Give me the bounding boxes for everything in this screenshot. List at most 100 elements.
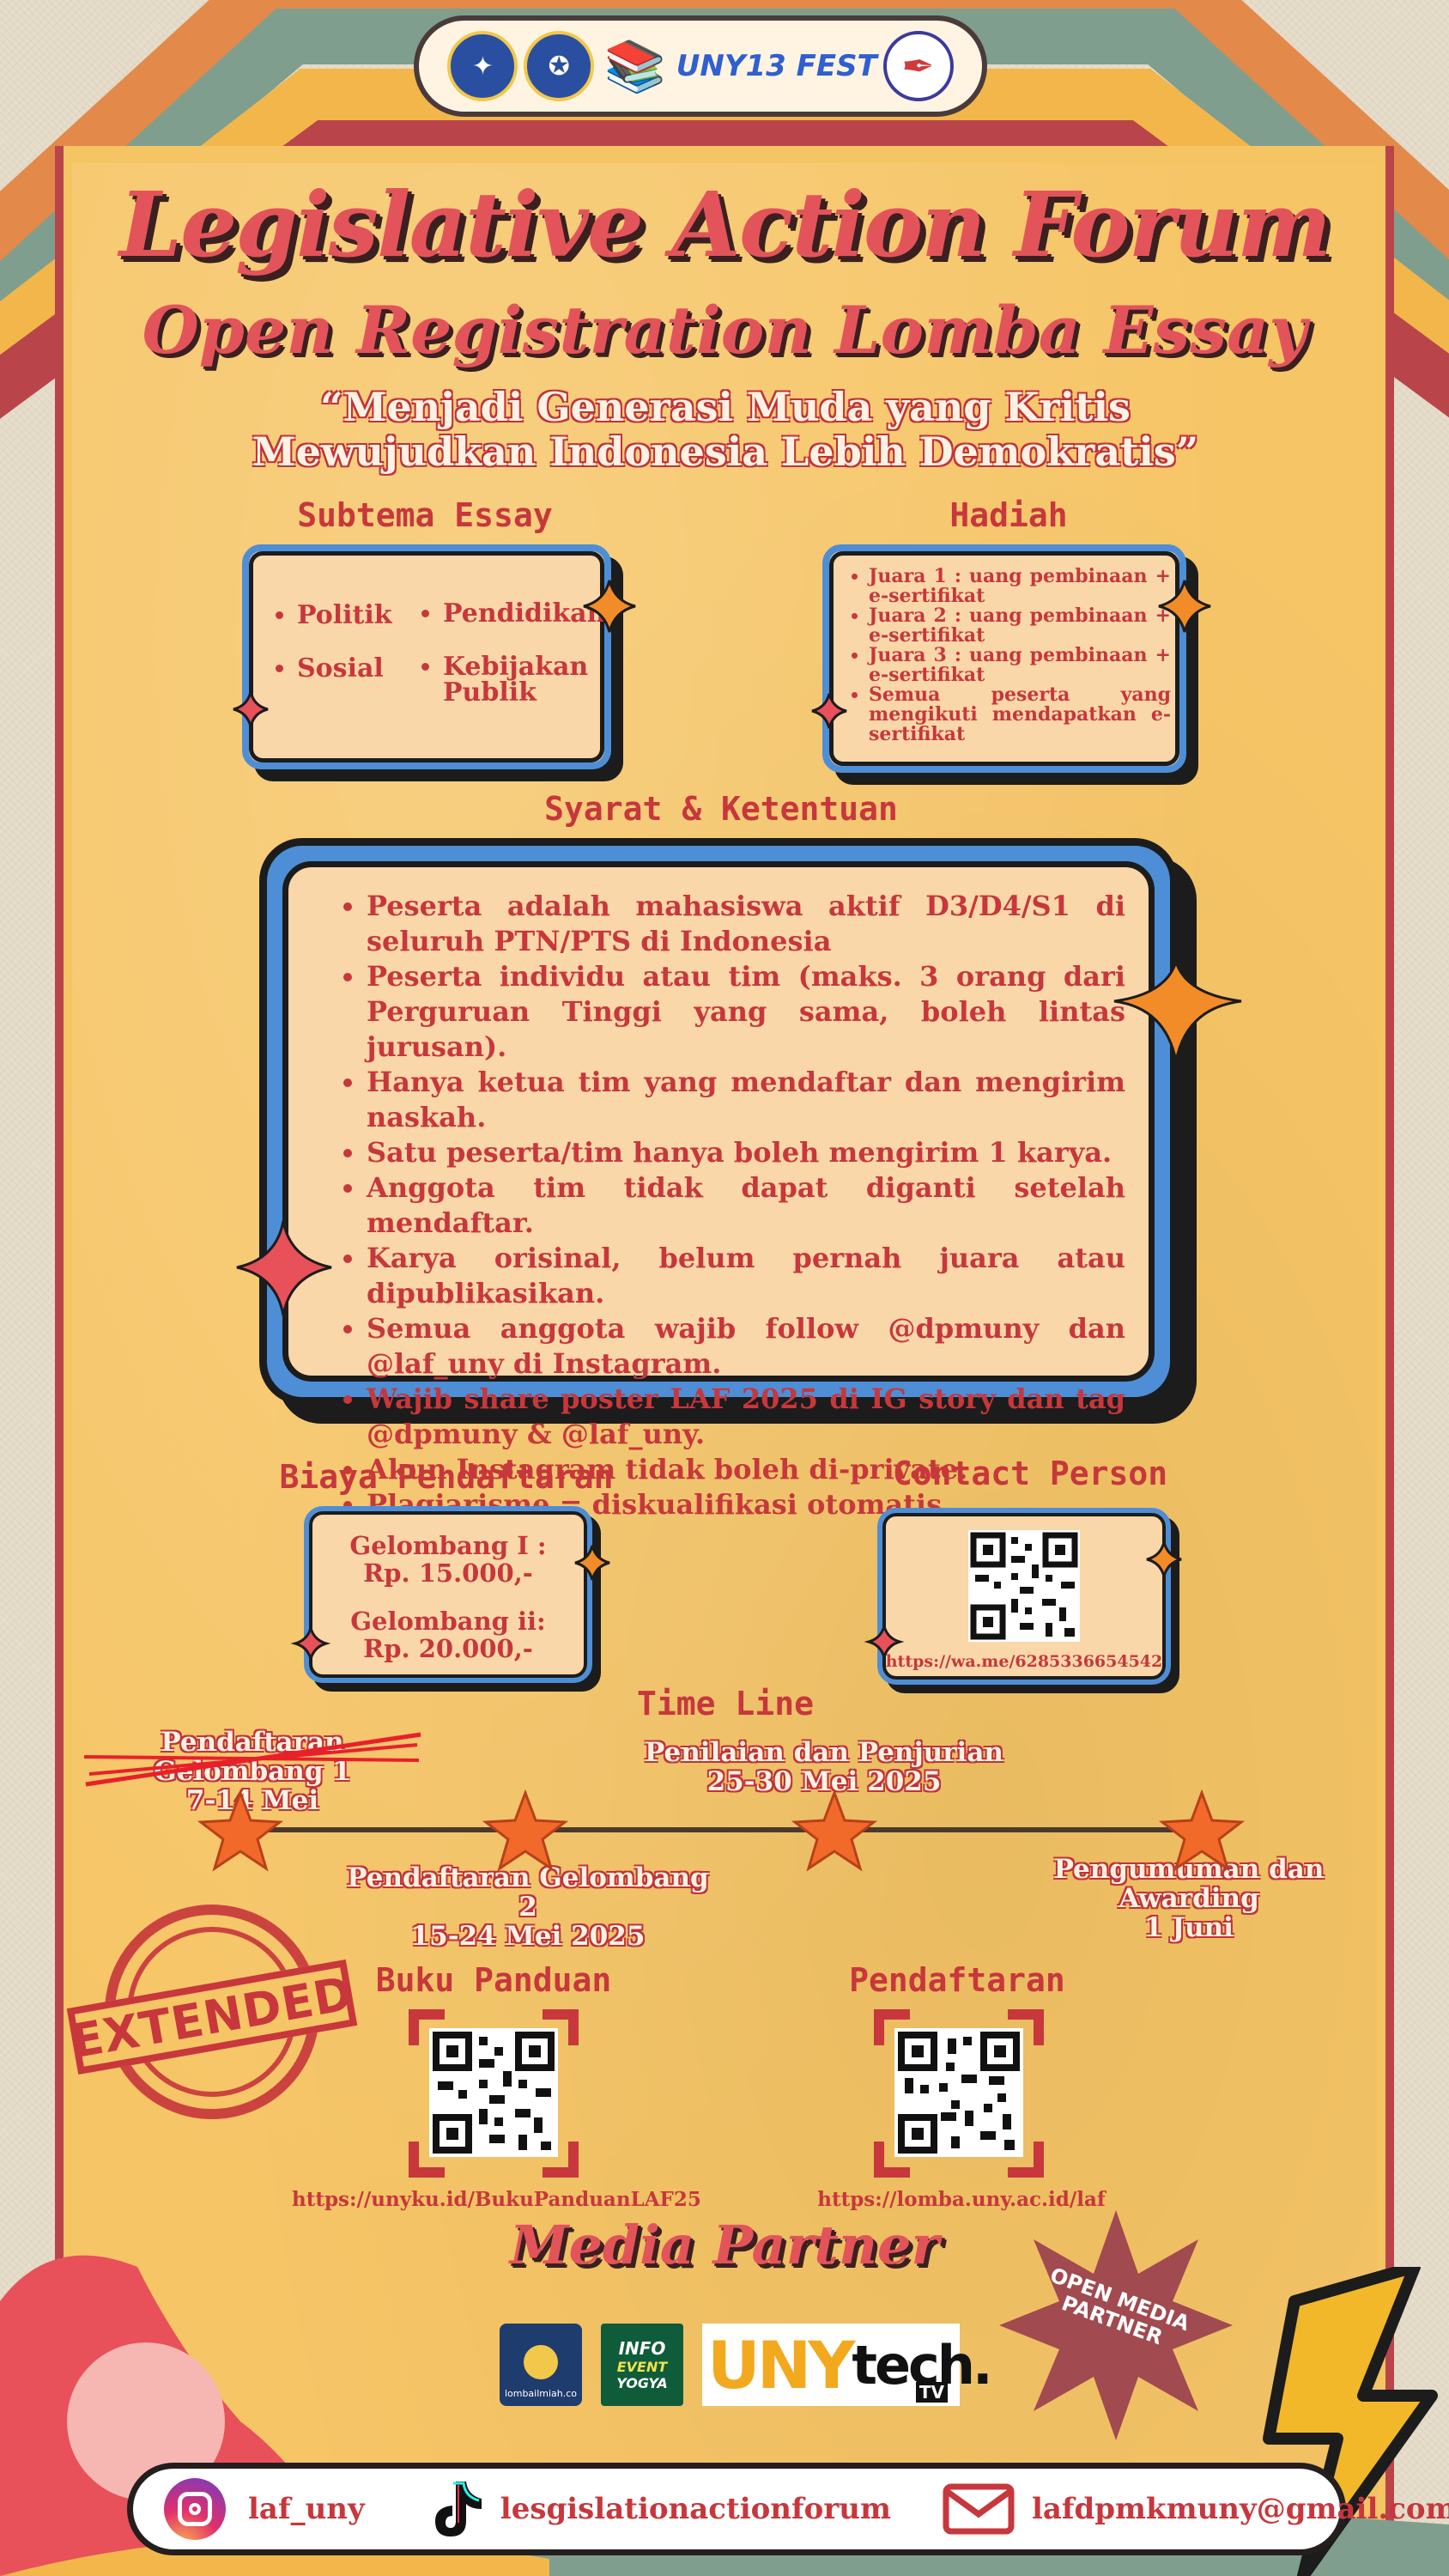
open-media-partner-badge: OPEN MEDIA PARTNER [996,2205,1236,2445]
syarat-item: Karya orisinal, belum pernah juara atau … [367,1241,1125,1311]
buku-heading: Buku Panduan [375,1961,612,1999]
partner-lombailmiah-text: lombailmiah.co [504,2388,578,2399]
syarat-item: Hanya ketua tim yang mendaftar dan mengi… [367,1065,1125,1135]
timeline-event-4-title: Pengumuman dan Awarding [1053,1854,1325,1914]
sparkle-icon [811,693,847,729]
unyfest-logo-text: UNY13 FEST [676,49,877,83]
partner-infoevent-text-2: EVENT [616,2359,668,2375]
contact-box: https://wa.me/6285336654542 [877,1508,1171,1685]
syarat-box: Peserta adalah mahasiswa aktif D3/D4/S1 … [259,838,1178,1521]
syarat-heading: Syarat & Ketentuan [544,790,898,828]
timeline-event-2: Pendaftaran Gelombang 2 15-24 Mei 2025 [335,1863,721,1951]
timeline-event-3: Penilaian dan Penjurian 25-30 Mei 2025 [635,1738,1013,1796]
biaya-heading: Biaya Pendaftaran [279,1458,614,1496]
partner-infoevent-logo: INFO EVENT YOGYA [601,2324,683,2406]
subtema-heading: Subtema Essay [297,496,553,534]
page-title: Legislative Action Forum [118,172,1331,277]
timeline-star-icon [197,1789,284,1872]
hadiah-item: Juara 1 : uang pembinaan + e-sertifikat [869,567,1171,606]
email-address: lafdpmkmuny@gmail.com [1031,2492,1449,2526]
subtema-item: Politik [297,601,417,630]
instagram-handle: laf_uny [248,2492,365,2526]
timeline-event-3-date: 25-30 Mei 2025 [706,1766,942,1797]
contact-url[interactable]: https://wa.me/6285336654542 [885,1652,1163,1671]
tiktok-icon [434,2482,482,2537]
theme-quote: “Menjadi Generasi Muda yang Kritis Mewuj… [252,384,1199,475]
email-icon [943,2483,1015,2535]
decorative-stars [233,580,1242,1664]
biaya-g1-label: Gelombang I : [349,1531,547,1560]
timeline-star-icon [1158,1789,1246,1872]
pendaftaran-qr-code[interactable] [894,2028,1023,2157]
sparkle-icon [583,580,636,633]
subtema-item: Sosial [297,654,417,683]
subtema-box: Politik Sosial Pendidikan Kebijakan Publ… [242,544,611,769]
page-subtitle: Open Registration Lomba Essay [142,292,1307,368]
timeline-event-1-date: 7-14 Mei [185,1785,319,1816]
timeline-star-icon [791,1789,878,1872]
hadiah-item: Juara 3 : uang pembinaan + e-sertifikat [869,646,1171,685]
sparkle-icon [233,691,269,727]
timeline-line [240,1827,1210,1832]
media-partner-heading: Media Partner [509,2214,940,2276]
strikethrough-marks [83,1732,421,1787]
sparkle-icon [864,1621,905,1662]
tiktok-link[interactable]: lesgislationactionforum [430,2478,891,2540]
sparkle-icon [1158,580,1211,633]
unyfest-logo: UNY13 FEST [676,52,877,81]
sparkle-icon [574,1545,610,1581]
lightning-bolt-icon [1263,2267,1438,2576]
sparkle-icon [1146,1541,1182,1577]
biaya-g1-price: Rp. 15.000,- [363,1558,533,1588]
header-logo-bar: ✦ ✪ 📚 UNY13 FEST ✒ [414,15,987,117]
hadiah-item: Juara 2 : uang pembinaan + e-sertifikat [869,606,1171,646]
books-logo-icon: 📚 [603,36,667,95]
timeline-heading: Time Line [637,1685,814,1722]
sparkle-icon [236,1220,332,1316]
dpm-logo-icon: ✪ [524,31,595,101]
syarat-item: Anggota tim tidak dapat diganti setelah … [367,1170,1125,1241]
extended-stamp: EXTENDED [66,1905,358,2128]
partner-infoevent-text-1: INFO [618,2338,666,2359]
syarat-item: Wajib share poster LAF 2025 di IG story … [367,1382,1125,1452]
partner-unytechtv-text-c: TV [915,2382,948,2403]
syarat-item: Peserta individu atau tim (maks. 3 orang… [367,959,1125,1065]
timeline-event-2-date: 15-24 Mei 2025 [410,1921,646,1952]
buku-url[interactable]: https://unyku.id/BukuPanduanLAF25 [292,2188,701,2211]
partner-lombailmiah-logo: lombailmiah.co [500,2324,582,2406]
syarat-item: Semua anggota wajib follow @dpmuny dan @… [367,1311,1125,1382]
hadiah-heading: Hadiah [949,496,1068,534]
uny-logo-icon: ✦ [447,31,518,101]
biaya-g2-price: Rp. 20.000,- [363,1634,533,1663]
timeline-star-icon [482,1789,569,1872]
instagram-icon [164,2478,226,2540]
pen-logo-icon: ✒ [882,31,954,101]
contact-heading: Contact Person [892,1455,1168,1492]
pendaftaran-heading: Pendaftaran [849,1961,1065,1999]
buku-qr-code[interactable] [429,2028,558,2157]
biaya-box: Gelombang I : Rp. 15.000,- Gelombang ii:… [304,1506,592,1683]
timeline-stars [197,1789,1246,1872]
timeline-event-2-title: Pendaftaran Gelombang 2 [347,1862,709,1923]
tiktok-handle: lesgislationactionforum [500,2492,891,2526]
partner-unytechtv-logo: UNY tech. TV [702,2324,993,2406]
biaya-g2-label: Gelombang ii: [350,1607,546,1636]
timeline-event-4: Pengumuman dan Awarding 1 Juni [987,1855,1391,1942]
pendaftaran-qr-frame [874,2009,1044,2178]
partner-infoevent-text-3: YOGYA [616,2375,668,2391]
timeline-event-3-title: Penilaian dan Penjurian [645,1737,1003,1768]
hadiah-item: Semua peserta yang mengikuti mendapatkan… [869,685,1171,744]
syarat-item: Peserta adalah mahasiswa aktif D3/D4/S1 … [367,889,1125,959]
hadiah-box: Juara 1 : uang pembinaan + e-sertifikat … [822,544,1186,773]
instagram-link[interactable]: laf_uny [164,2478,365,2540]
partner-unytechtv-text-a: UNY [707,2326,855,2403]
sparkle-icon [290,1623,331,1664]
pendaftaran-url[interactable]: https://lomba.uny.ac.id/laf [817,2188,1106,2211]
social-bar: laf_uny lesgislationactionforum lafdpmkm… [127,2463,1449,2555]
buku-qr-frame [409,2009,579,2178]
email-link[interactable]: lafdpmkmuny@gmail.com [943,2482,1449,2537]
contact-qr-code[interactable] [968,1530,1080,1642]
subtema-item: Pendidikan [443,601,605,627]
syarat-item: Satu peserta/tim hanya boleh mengirim 1 … [367,1135,1125,1170]
sparkle-icon [1113,957,1242,1062]
